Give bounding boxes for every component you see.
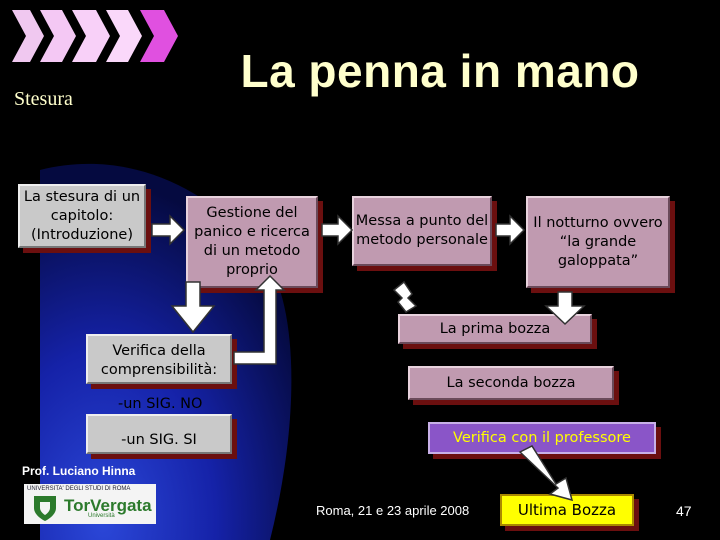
logo-top-text: UNIVERSITA' DEGLI STUDI DI ROMA [27, 486, 131, 492]
logo-name: TorVergata [64, 496, 152, 515]
page-title: La penna in mano [240, 45, 640, 97]
seconda-bozza-box: La seconda bozza [408, 366, 614, 400]
logo-emblem-icon [34, 496, 56, 521]
ultima-bozza-box: Ultima Bozza [500, 494, 634, 526]
chevron-4-icon [106, 10, 142, 62]
author-label: Prof. Luciano Hinna [22, 464, 136, 478]
chevron-1-icon [12, 10, 44, 62]
page-number: 47 [676, 503, 692, 519]
verifica-si-box: -un SIG. SI [86, 414, 232, 454]
chevron-2-icon [40, 10, 76, 62]
university-logo: UNIVERSITA' DEGLI STUDI DI ROMA TorVerga… [24, 484, 156, 524]
notturno-box: Il notturno ovvero “la grande galoppata” [526, 196, 670, 288]
prima-bozza-box: La prima bozza [398, 314, 592, 344]
chevron-3-icon [72, 10, 110, 62]
professore-box: Verifica con il professore [428, 422, 656, 454]
place-date: Roma, 21 e 23 aprile 2008 [316, 503, 470, 518]
chevron-5-icon [140, 10, 178, 62]
verifica-box: Verifica della comprensibilità: [86, 334, 232, 384]
intro-box: La stesura di un capitolo: (Introduzione… [18, 184, 146, 248]
gestione-box: Gestione del panico e ricerca di un meto… [186, 196, 318, 288]
verifica-no-label: -un SIG. NO [118, 396, 203, 412]
logo-sub: Università [88, 513, 115, 519]
messa-box: Messa a punto del metodo personale [352, 196, 492, 266]
section-label: Stesura [14, 88, 73, 110]
